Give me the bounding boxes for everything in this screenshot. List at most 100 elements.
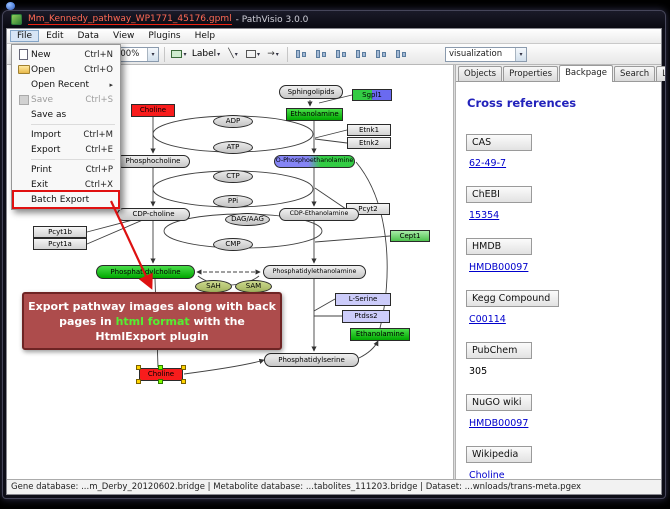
node-cdp-choline[interactable]: CDP-choline [117, 208, 190, 221]
node-phosphatidylcholine[interactable]: Phosphatidylcholine [96, 265, 195, 279]
menu-item-save-as[interactable]: Save as [14, 107, 118, 122]
status-bar: Gene database: ...m_Derby_20120602.bridg… [7, 479, 661, 494]
node-phosphocholine[interactable]: Phosphocholine [116, 155, 190, 168]
panel-splitter[interactable] [453, 65, 456, 479]
align-center-y-button[interactable] [313, 46, 331, 63]
menu-item-label: New [31, 49, 51, 60]
menu-item-label: Export [31, 144, 61, 155]
selection-handle[interactable] [181, 379, 186, 384]
tab-legend[interactable]: Legend [656, 66, 665, 81]
align-center-y-icon [316, 49, 327, 59]
node-adp[interactable]: ADP [213, 115, 253, 128]
visualization-combo[interactable]: visualization ▾ [445, 46, 527, 62]
xref-section: PubChem 305 [466, 338, 653, 377]
node-choline-selected[interactable]: Choline [136, 365, 186, 384]
xref-section: NuGO wiki HMDB00097 [466, 390, 653, 429]
tutorial-annotation: Export pathway images along with back pa… [22, 292, 282, 350]
xref-link-cas[interactable]: 62-49-7 [469, 158, 507, 169]
shape-tool-button[interactable]: ▾ [244, 46, 262, 63]
title-bar[interactable]: Mm_Kennedy_pathway_WP1771_45176.gpml - P… [3, 11, 665, 28]
menu-item-label: Exit [31, 179, 49, 190]
tab-objects[interactable]: Objects [458, 66, 503, 81]
xref-source-cas: CAS [466, 134, 532, 151]
xref-link-hmdb[interactable]: HMDB00097 [469, 262, 529, 273]
node-phosphatidylserine[interactable]: Phosphatidylserine [264, 353, 359, 367]
menu-item-batch-export[interactable]: Batch Export [12, 190, 120, 209]
annotation-highlight-text: html format [115, 315, 190, 328]
line-tool-button[interactable]: ╲▾ [224, 46, 242, 63]
connector-tool-button[interactable]: →▾ [264, 46, 282, 63]
window-title-app: - PathVisio 3.0.0 [235, 14, 309, 25]
menu-item-open[interactable]: Open Ctrl+O [14, 62, 118, 77]
menu-help[interactable]: Help [194, 31, 216, 41]
selection-handle[interactable] [136, 365, 141, 370]
datanode-tool-button[interactable]: ▾ [170, 46, 188, 63]
xref-link-wikipedia[interactable]: Choline [469, 470, 505, 479]
node-cept1[interactable]: Cept1 [390, 230, 430, 242]
node-ctp[interactable]: CTP [213, 170, 253, 183]
node-ptdss2[interactable]: Ptdss2 [342, 310, 390, 323]
xref-source-hmdb: HMDB [466, 238, 532, 255]
node-sgpl1[interactable]: Sgpl1 [352, 89, 392, 101]
menu-edit[interactable]: Edit [46, 31, 64, 41]
xref-link-chebi[interactable]: 15354 [469, 210, 500, 221]
selection-handle[interactable] [158, 379, 163, 384]
menu-item-print[interactable]: Print Ctrl+P [14, 162, 118, 177]
selection-handle[interactable] [158, 365, 163, 370]
match-height-button[interactable] [393, 46, 411, 63]
node-ethanolamine-top[interactable]: Ethanolamine [286, 108, 343, 121]
menu-item-export[interactable]: Export Ctrl+E [14, 142, 118, 157]
menu-item-label: Save [31, 94, 54, 105]
xref-link-kegg[interactable]: C00114 [469, 314, 506, 325]
node-l-serine[interactable]: L-Serine [335, 293, 391, 306]
node-o-phosphoethanolamine[interactable]: O-Phosphoethanolamine [274, 155, 355, 168]
node-etnk1[interactable]: Etnk1 [347, 124, 391, 136]
menu-item-exit[interactable]: Exit Ctrl+X [14, 177, 118, 192]
node-atp[interactable]: ATP [213, 141, 253, 154]
node-ethanolamine-lower[interactable]: Ethanolamine [350, 328, 410, 341]
xref-section: ChEBI 15354 [466, 182, 653, 221]
menu-file[interactable]: File [10, 30, 40, 42]
menu-plugins[interactable]: Plugins [148, 31, 181, 41]
tab-properties[interactable]: Properties [503, 66, 559, 81]
node-pcyt1a[interactable]: Pcyt1a [33, 238, 87, 250]
file-menu-dropdown: New Ctrl+N Open Ctrl+O Open Recent ▸ Sav… [11, 44, 121, 210]
node-choline-top[interactable]: Choline [131, 104, 175, 117]
node-dag-aag[interactable]: DAG/AAG [225, 213, 270, 226]
menu-separator [31, 124, 115, 125]
node-cmp[interactable]: CMP [213, 238, 253, 251]
node-pcyt1b[interactable]: Pcyt1b [33, 226, 87, 238]
menu-item-new[interactable]: New Ctrl+N [14, 47, 118, 62]
line-tool-icon: ╲ [228, 49, 234, 59]
menu-item-open-recent[interactable]: Open Recent ▸ [14, 77, 118, 92]
tab-search[interactable]: Search [613, 66, 656, 81]
selection-handle[interactable] [181, 365, 186, 370]
annotation-text: with the [189, 315, 245, 328]
node-ppi[interactable]: PPi [213, 195, 253, 208]
selection-handle[interactable] [136, 379, 141, 384]
align-center-x-button[interactable] [293, 46, 311, 63]
tab-backpage[interactable]: Backpage [559, 65, 613, 82]
node-etnk2[interactable]: Etnk2 [347, 137, 391, 149]
match-width-button[interactable] [373, 46, 391, 63]
node-cdp-ethanolamine[interactable]: CDP-Ethanolamine [279, 208, 359, 221]
menu-data[interactable]: Data [77, 31, 100, 41]
node-sphingolipids[interactable]: Sphingolipids [279, 85, 343, 99]
cross-references-heading: Cross references [467, 96, 577, 110]
pathvisio-app-icon [11, 14, 22, 25]
toolbar-separator [163, 46, 165, 62]
connector-icon: → [267, 49, 275, 59]
backpage-panel: Cross references CAS 62-49-7 ChEBI 15354… [456, 82, 661, 479]
screen-corner-icon [6, 2, 15, 10]
align-top-button[interactable] [353, 46, 371, 63]
menu-item-save[interactable]: Save Ctrl+S [14, 92, 118, 107]
xref-link-nugo[interactable]: HMDB00097 [469, 418, 529, 429]
menu-separator [31, 159, 115, 160]
caret-down-icon: ▾ [217, 50, 221, 58]
window-title-filename: Mm_Kennedy_pathway_WP1771_45176.gpml [28, 14, 232, 25]
menu-item-import[interactable]: Import Ctrl+M [14, 127, 118, 142]
node-phosphatidylethanolamine[interactable]: Phosphatidylethanolamine [263, 265, 366, 279]
align-left-button[interactable] [333, 46, 351, 63]
label-tool-button[interactable]: Label▾ [190, 46, 222, 63]
menu-view[interactable]: View [113, 31, 135, 41]
